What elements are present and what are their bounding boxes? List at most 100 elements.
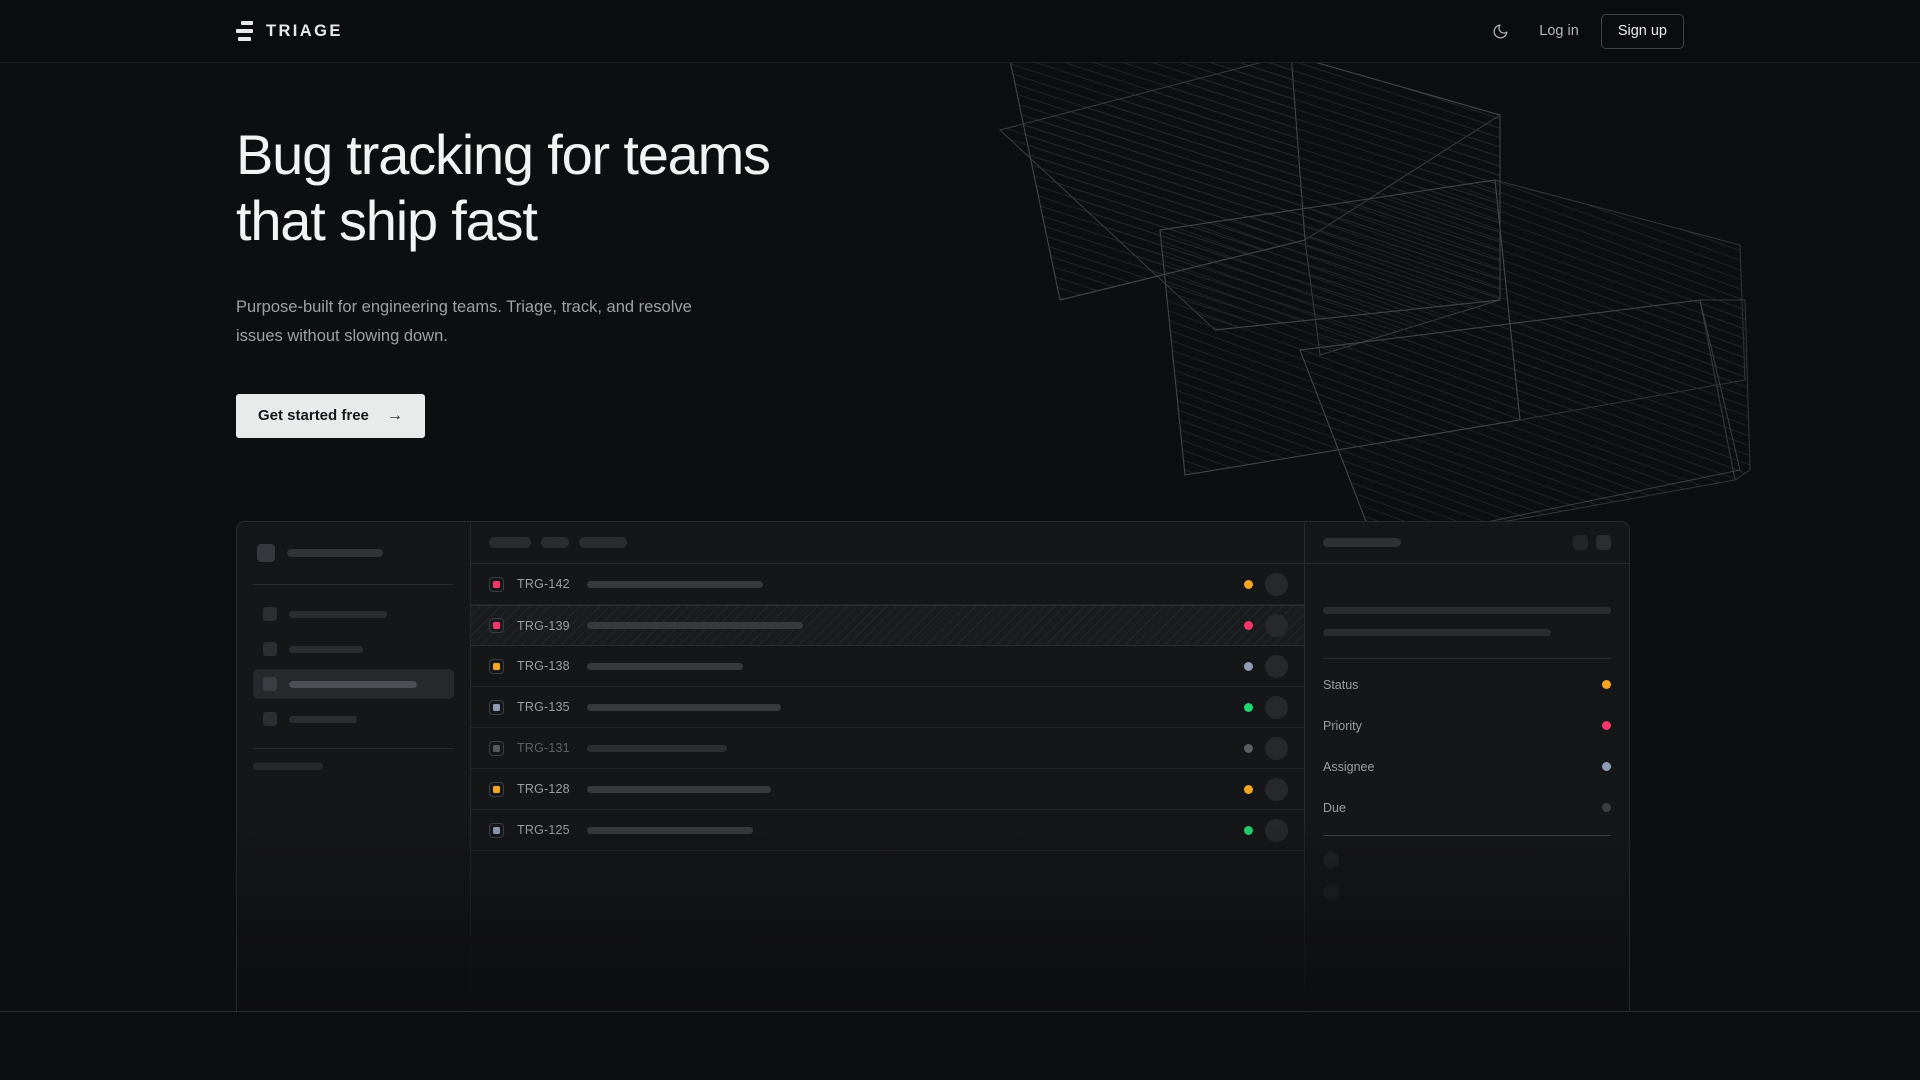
activity-divider bbox=[1323, 835, 1611, 836]
sidebar-section-label-placeholder bbox=[253, 763, 323, 770]
brand-name: TRIAGE bbox=[266, 21, 343, 40]
sidebar-divider-bottom bbox=[253, 748, 454, 749]
avatar bbox=[1265, 818, 1288, 842]
status-dot bbox=[1244, 621, 1253, 630]
priority-badge-icon bbox=[489, 618, 504, 633]
issue-title-placeholder bbox=[587, 744, 727, 752]
signup-button[interactable]: Sign up bbox=[1600, 13, 1684, 49]
detail-breadcrumb-placeholder bbox=[1323, 538, 1401, 547]
avatar bbox=[1265, 777, 1288, 801]
issue-row-meta bbox=[1244, 572, 1304, 596]
sidebar-item-label-placeholder bbox=[289, 610, 387, 618]
arrow-right-icon: → bbox=[386, 406, 403, 424]
issue-title-placeholder bbox=[587, 580, 763, 588]
avatar bbox=[1265, 736, 1288, 760]
headline-line-1: Bug tracking for teams bbox=[236, 123, 771, 186]
issue-title-placeholder bbox=[587, 622, 803, 629]
issue-id: TRG-139 bbox=[517, 618, 570, 633]
issue-row[interactable]: TRG-128 bbox=[471, 769, 1304, 810]
sidebar-item-1[interactable] bbox=[253, 599, 454, 629]
sidebar-item-icon bbox=[263, 712, 277, 726]
activity-item bbox=[1323, 852, 1611, 868]
issue-row-meta bbox=[1244, 736, 1304, 760]
avatar bbox=[1265, 572, 1288, 596]
issue-row[interactable]: TRG-125 bbox=[471, 810, 1304, 851]
issue-id: TRG-128 bbox=[517, 782, 570, 796]
moon-icon[interactable] bbox=[1483, 14, 1517, 48]
login-link[interactable]: Log in bbox=[1539, 23, 1579, 39]
sidebar-nav bbox=[253, 599, 454, 734]
detail-panel-header bbox=[1305, 522, 1629, 564]
priority-badge-icon bbox=[489, 822, 504, 838]
detail-description-placeholder bbox=[1323, 607, 1611, 636]
detail-field-value-dot bbox=[1602, 803, 1611, 812]
sidebar-item-icon bbox=[263, 642, 277, 656]
issue-row[interactable]: TRG-139 bbox=[471, 605, 1304, 646]
workspace-switcher[interactable] bbox=[253, 538, 454, 568]
sidebar-item-icon bbox=[263, 677, 277, 691]
status-dot bbox=[1244, 661, 1253, 671]
issue-id: TRG-131 bbox=[517, 741, 570, 755]
workspace-name-placeholder bbox=[287, 549, 383, 557]
issue-row-meta bbox=[1244, 818, 1304, 842]
cta-label: Get started free bbox=[258, 407, 369, 425]
sidebar-item-label-placeholder bbox=[289, 715, 357, 723]
issue-row[interactable]: TRG-142 bbox=[471, 564, 1304, 605]
detail-field-label: Assignee bbox=[1323, 759, 1375, 774]
issue-row[interactable]: TRG-138 bbox=[471, 646, 1304, 687]
issue-row-meta bbox=[1244, 695, 1304, 719]
sidebar-item-2[interactable] bbox=[253, 634, 454, 664]
issue-title-placeholder bbox=[587, 785, 771, 793]
activity-avatar bbox=[1323, 884, 1339, 900]
sidebar-item-4[interactable] bbox=[253, 704, 454, 734]
detail-field-value-dot bbox=[1602, 721, 1611, 730]
detail-field-due[interactable]: Due bbox=[1323, 792, 1611, 823]
activity-item bbox=[1323, 884, 1611, 900]
detail-text-line-1 bbox=[1323, 607, 1611, 614]
list-toolbar bbox=[471, 522, 1304, 564]
brand-logo[interactable]: TRIAGE bbox=[236, 21, 343, 41]
issue-title-placeholder bbox=[587, 826, 753, 834]
priority-badge-icon bbox=[489, 576, 504, 592]
status-dot bbox=[1244, 743, 1253, 753]
issue-id: TRG-142 bbox=[517, 577, 570, 591]
priority-badge-icon bbox=[489, 658, 504, 674]
issue-title-placeholder bbox=[587, 703, 781, 711]
issue-row-meta bbox=[1244, 777, 1304, 801]
issue-id: TRG-138 bbox=[517, 659, 570, 673]
header-actions: Log in Sign up bbox=[1483, 13, 1684, 49]
detail-field-priority[interactable]: Priority bbox=[1323, 710, 1611, 741]
detail-field-assignee[interactable]: Assignee bbox=[1323, 751, 1611, 782]
issue-id: TRG-125 bbox=[517, 823, 570, 837]
sidebar-project-dots bbox=[253, 770, 454, 788]
sidebar-divider-top bbox=[253, 584, 454, 585]
hero-subhead: Purpose-built for engineering teams. Tri… bbox=[236, 298, 692, 345]
detail-field-label: Due bbox=[1323, 800, 1346, 815]
filter-chip-3[interactable] bbox=[579, 537, 627, 548]
detail-field-label: Priority bbox=[1323, 718, 1362, 733]
detail-action-button-1[interactable] bbox=[1573, 535, 1588, 550]
issue-row[interactable]: TRG-135 bbox=[471, 687, 1304, 728]
activity-avatar bbox=[1323, 852, 1339, 868]
avatar bbox=[1265, 695, 1288, 719]
activity-items bbox=[1323, 852, 1611, 900]
filter-chip-2[interactable] bbox=[541, 537, 569, 548]
detail-action-button-2[interactable] bbox=[1596, 535, 1611, 550]
detail-field-status[interactable]: Status bbox=[1323, 669, 1611, 700]
detail-text-line-2 bbox=[1323, 629, 1551, 636]
avatar bbox=[1265, 614, 1288, 637]
issue-row-meta bbox=[1244, 614, 1304, 637]
workspace-avatar bbox=[257, 544, 275, 562]
issue-title-placeholder bbox=[587, 662, 743, 670]
sidebar-item-3[interactable] bbox=[253, 669, 454, 699]
site-header: TRIAGE Log in Sign up bbox=[0, 0, 1920, 63]
filter-chip-1[interactable] bbox=[489, 537, 531, 548]
issue-row[interactable]: TRG-131 bbox=[471, 728, 1304, 769]
priority-badge-icon bbox=[489, 740, 504, 756]
get-started-button[interactable]: Get started free → bbox=[236, 393, 425, 438]
status-dot bbox=[1244, 784, 1253, 794]
